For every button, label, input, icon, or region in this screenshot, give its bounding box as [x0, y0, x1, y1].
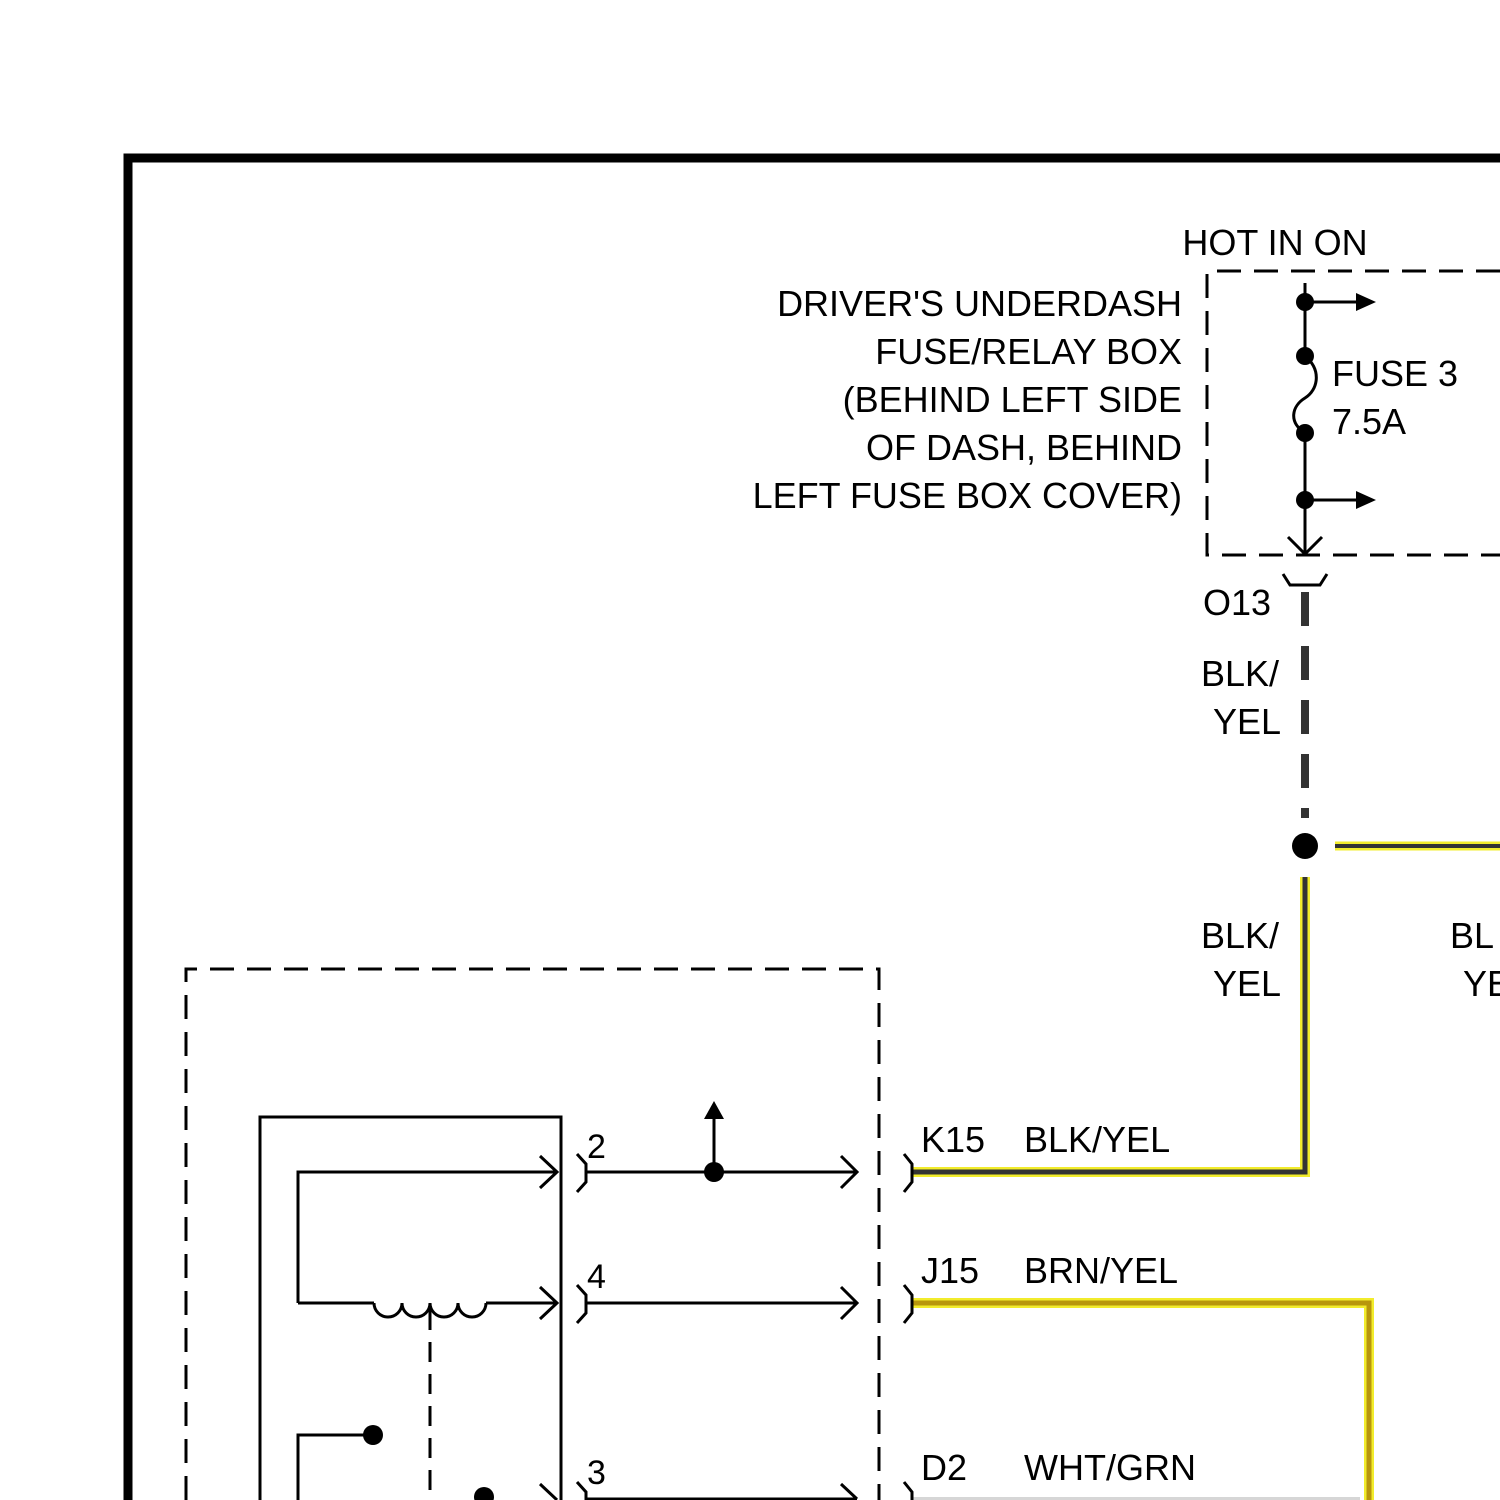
pin-number: 3 [587, 1454, 606, 1492]
terminal-wire-color: BLK/YEL [1024, 1119, 1170, 1160]
terminal-wire-color: WHT/GRN [1024, 1447, 1196, 1488]
splice-dot [1296, 491, 1314, 509]
switch-contact-dot [363, 1425, 383, 1445]
arrow-up-icon [704, 1101, 724, 1119]
terminal-id: K15 [921, 1119, 985, 1160]
arrow-right-icon [1356, 491, 1376, 509]
wire-color-label-partial: BL [1450, 915, 1494, 956]
fuse-box-name-line: (BEHIND LEFT SIDE [843, 379, 1182, 420]
terminal-connector-symbols [904, 1154, 912, 1500]
hot-in-on-label: HOT IN ON [1182, 222, 1367, 263]
fuse-box-name-line: OF DASH, BEHIND [866, 427, 1182, 468]
splice-dot [1296, 293, 1314, 311]
fuse-terminal-dot [1296, 347, 1314, 365]
wire-color-label: BLK/ [1201, 653, 1279, 694]
splice-dot [1292, 833, 1318, 859]
wire-color-label: YEL [1213, 963, 1281, 1004]
terminal-id: J15 [921, 1250, 979, 1291]
relay-internal-wiring [298, 1172, 557, 1500]
fuse-terminal-dot [1296, 424, 1314, 442]
fuse-box-name-line: DRIVER'S UNDERDASH [777, 283, 1182, 324]
arrow-right-icon [1356, 293, 1376, 311]
pin-number: 2 [587, 1128, 606, 1166]
wire-color-label-partial: YE [1463, 963, 1500, 1004]
component-outline [186, 969, 879, 1500]
fuse-rating: 7.5A [1332, 401, 1406, 442]
pin-number: 4 [587, 1258, 606, 1296]
wire-color-label: BLK/ [1201, 915, 1279, 956]
terminal-id: D2 [921, 1447, 967, 1488]
fuse-box-name: DRIVER'S UNDERDASH FUSE/RELAY BOX (BEHIN… [753, 283, 1182, 516]
splice-dot [704, 1162, 724, 1182]
connector-o13-label: O13 [1203, 582, 1271, 623]
switch-contact-dot [474, 1487, 494, 1500]
chevron-right-icon [540, 1156, 557, 1319]
fuse-box-name-line: LEFT FUSE BOX COVER) [753, 475, 1182, 516]
fuse-name: FUSE 3 [1332, 353, 1458, 394]
relay-box [260, 1117, 561, 1500]
fuse-box-name-line: FUSE/RELAY BOX [875, 331, 1182, 372]
pin-connector-symbols [577, 1154, 586, 1500]
terminal-wire-color: BRN/YEL [1024, 1250, 1178, 1291]
wire-color-label: YEL [1213, 701, 1281, 742]
